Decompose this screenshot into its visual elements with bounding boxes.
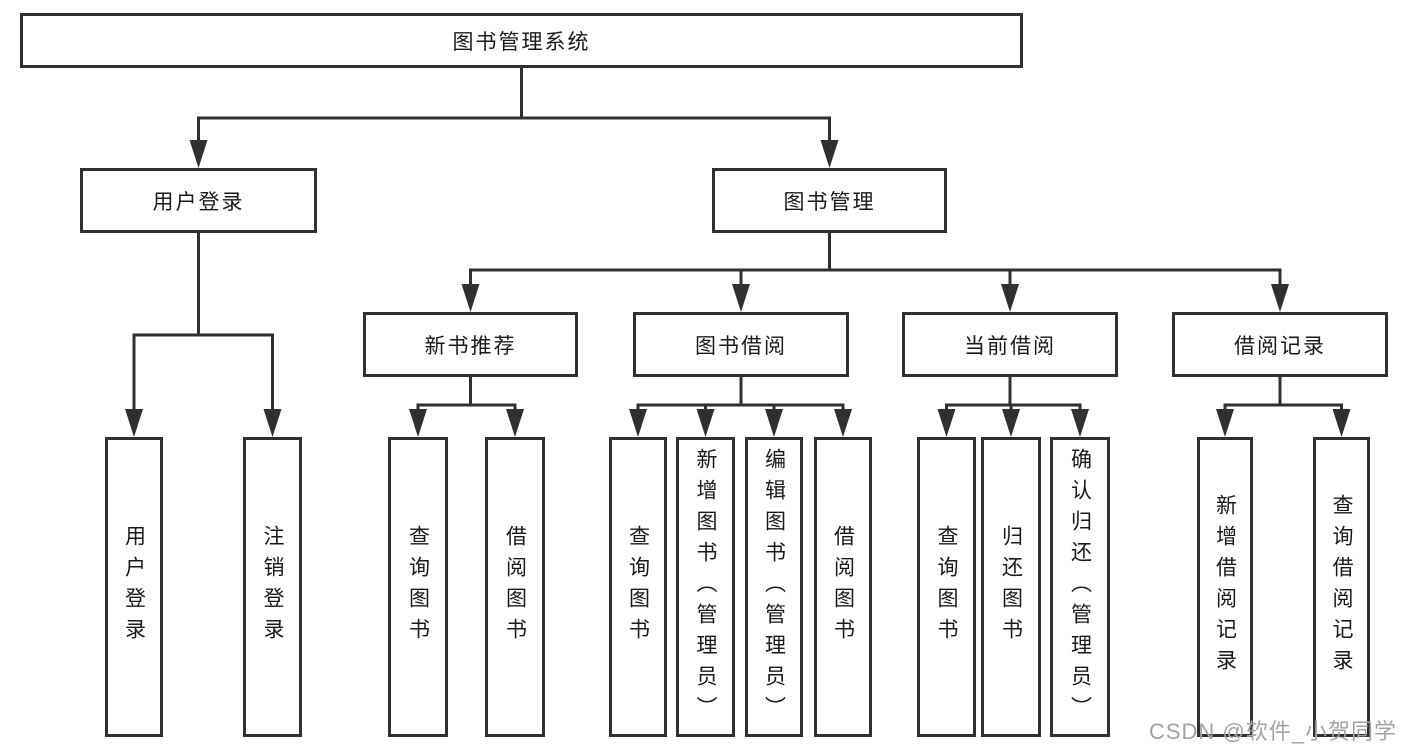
connector-path [197, 68, 831, 142]
leaf-borrow-books: 借阅图书 [814, 437, 872, 737]
node-root-library-system: 图书管理系统 [20, 13, 1023, 68]
arrowhead [263, 409, 282, 437]
arrowhead [732, 284, 750, 312]
arrowhead [765, 409, 783, 437]
connector-root-to-level2 [189, 68, 839, 168]
arrowhead [189, 140, 208, 168]
node-user-login: 用户登录 [80, 168, 317, 233]
connector-book-mgmt-to-level3 [461, 233, 1289, 312]
leaf-label: 借阅图书 [831, 525, 855, 649]
node-label: 借阅记录 [1234, 334, 1326, 358]
arrowhead [1002, 409, 1020, 437]
node-label: 图书借阅 [695, 334, 787, 358]
node-label: 图书管理 [783, 190, 876, 214]
node-book-management: 图书管理 [712, 168, 947, 233]
leaf-label: 新增图书（管理员） [694, 447, 717, 727]
leaf-label: 确认归还（管理员） [1068, 447, 1092, 727]
leaf-label: 借阅图书 [503, 525, 527, 649]
arrowhead [409, 409, 427, 437]
arrowhead [1271, 284, 1289, 312]
arrowhead [937, 409, 956, 437]
arrowhead [461, 284, 480, 312]
watermark: CSDN @软件_小贺同学 [1148, 719, 1397, 744]
connector-path [636, 377, 845, 411]
arrowhead [820, 140, 839, 168]
leaf-logout: 注销登录 [243, 437, 302, 737]
leaf-add-borrow-record: 新增借阅记录 [1197, 437, 1253, 737]
connector-user-login-to-leaves [125, 233, 282, 437]
leaf-query-books-recommend: 查询图书 [388, 437, 448, 737]
connector-new-book-to-leaves [409, 377, 524, 437]
leaf-label: 归还图书 [999, 525, 1023, 649]
leaf-label: 查询图书 [626, 525, 650, 649]
arrowhead [1216, 409, 1234, 437]
leaf-query-borrow-record: 查询借阅记录 [1313, 437, 1370, 737]
arrowhead [506, 409, 524, 437]
leaf-label: 查询图书 [406, 525, 430, 649]
leaf-label: 编辑图书（管理员） [762, 447, 786, 727]
leaf-edit-books-admin: 编辑图书（管理员） [745, 437, 803, 737]
leaf-user-login: 用户登录 [105, 437, 163, 737]
leaf-add-books-admin: 新增图书（管理员） [676, 437, 735, 737]
node-label: 新书推荐 [424, 334, 517, 358]
node-current-borrow: 当前借阅 [902, 312, 1118, 377]
connector-path [469, 233, 1282, 286]
arrowhead [1001, 284, 1019, 312]
arrowhead [1332, 409, 1351, 437]
arrowhead [1071, 409, 1089, 437]
connector-book-borrow-to-leaves [629, 377, 852, 437]
leaf-label: 新增借阅记录 [1213, 494, 1237, 680]
node-book-borrow: 图书借阅 [633, 312, 849, 377]
node-borrow-records: 借阅记录 [1172, 312, 1388, 377]
connector-path [1223, 377, 1343, 411]
leaf-label: 查询图书 [935, 525, 958, 649]
leaf-borrow-books-recommend: 借阅图书 [485, 437, 545, 737]
leaf-confirm-return-admin: 确认归还（管理员） [1050, 437, 1110, 737]
connector-path [945, 377, 1082, 411]
leaf-query-books-borrow: 查询图书 [609, 437, 667, 737]
leaf-return-books: 归还图书 [981, 437, 1041, 737]
leaf-label: 查询借阅记录 [1330, 494, 1353, 680]
arrowhead [629, 409, 647, 437]
leaf-query-books-current: 查询图书 [917, 437, 976, 737]
node-label: 用户登录 [152, 190, 245, 214]
arrowhead [696, 409, 715, 437]
leaf-label: 注销登录 [261, 525, 284, 649]
connector-current-borrow-to-leaves [937, 377, 1089, 437]
leaf-label: 用户登录 [122, 525, 146, 649]
node-new-book-recommend: 新书推荐 [363, 312, 578, 377]
arrowhead [834, 409, 852, 437]
node-label: 图书管理系统 [452, 30, 591, 54]
node-label: 当前借阅 [964, 334, 1056, 358]
connector-path [416, 377, 517, 411]
connector-borrow-records-to-leaves [1216, 377, 1351, 437]
connector-path [132, 233, 274, 411]
arrowhead [125, 409, 143, 437]
